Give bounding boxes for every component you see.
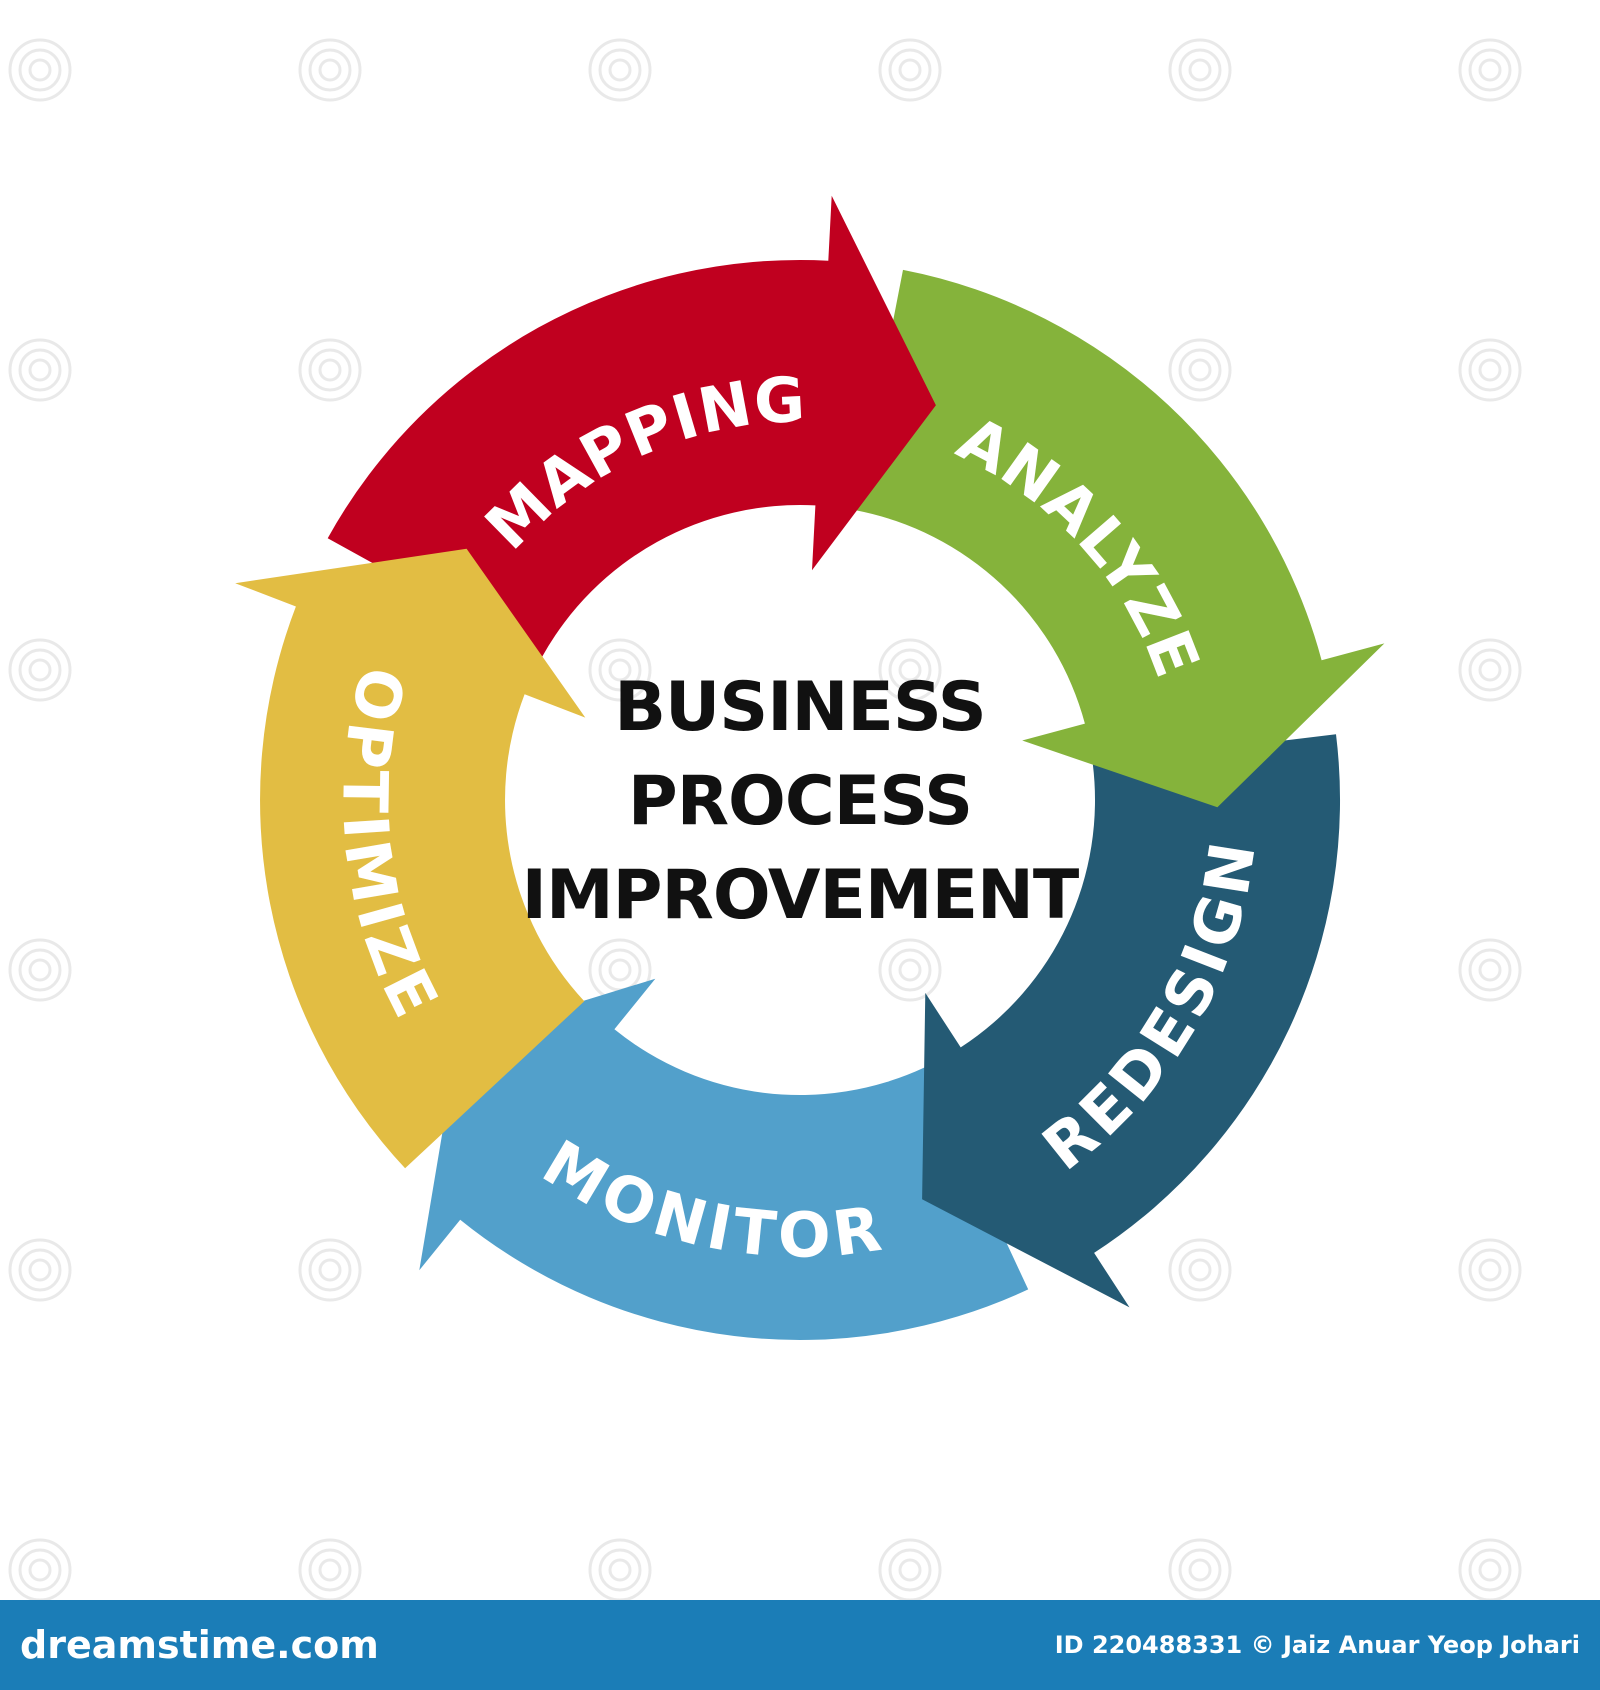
watermark-spiral-icon: [1458, 1538, 1522, 1600]
watermark-spiral-icon: [588, 638, 652, 702]
watermark-spiral-icon: [588, 1538, 652, 1600]
watermark-spiral-icon: [1458, 338, 1522, 402]
arrow-redesign: [922, 734, 1341, 1308]
watermark-spiral-icon: [878, 1538, 942, 1600]
watermark-spiral-icon: [1168, 1238, 1232, 1302]
footer-credit: ID 220488331 © Jaiz Anuar Yeop Johari: [1054, 1631, 1580, 1659]
watermark-spiral-icon: [878, 938, 942, 1002]
footer-bar: dreamstime.com ID 220488331 © Jaiz Anuar…: [0, 1600, 1600, 1690]
watermark-spiral-icon: [298, 38, 362, 102]
watermark-spiral-icon: [1168, 1538, 1232, 1600]
watermark-spiral-icon: [1168, 38, 1232, 102]
cycle-arrows: [235, 195, 1385, 1340]
watermark-spiral-icon: [1458, 1238, 1522, 1302]
center-title-line-2: PROCESS: [628, 762, 972, 841]
watermark-spiral-icon: [8, 1238, 72, 1302]
watermark-spiral-icon: [298, 1538, 362, 1600]
watermark-spiral-icon: [1458, 38, 1522, 102]
watermark-spiral-icon: [298, 1238, 362, 1302]
center-title: BUSINESS PROCESS IMPROVEMENT: [522, 668, 1081, 935]
watermark-spiral-icon: [8, 38, 72, 102]
watermark-spiral-icon: [1458, 638, 1522, 702]
watermark-spiral-icon: [8, 1538, 72, 1600]
center-title-line-1: BUSINESS: [614, 668, 986, 747]
arrow-optimize: [235, 548, 586, 1169]
watermark-spiral-icon: [1168, 338, 1232, 402]
arrow-analyze: [856, 269, 1385, 808]
watermark-spiral-icon: [878, 638, 942, 702]
watermark-spiral-icon: [8, 938, 72, 1002]
footer-brand: dreamstime.com: [20, 1623, 379, 1667]
watermark-spiral-icon: [298, 338, 362, 402]
arrow-mapping: [327, 195, 936, 658]
watermark-spiral-icon: [878, 38, 942, 102]
watermark-layer: [8, 38, 1522, 1600]
arrow-monitor: [419, 978, 1029, 1340]
center-title-line-3: IMPROVEMENT: [522, 856, 1080, 935]
watermark-spiral-icon: [1458, 938, 1522, 1002]
watermark-spiral-icon: [8, 338, 72, 402]
watermark-spiral-icon: [8, 638, 72, 702]
watermark-spiral-icon: [588, 38, 652, 102]
